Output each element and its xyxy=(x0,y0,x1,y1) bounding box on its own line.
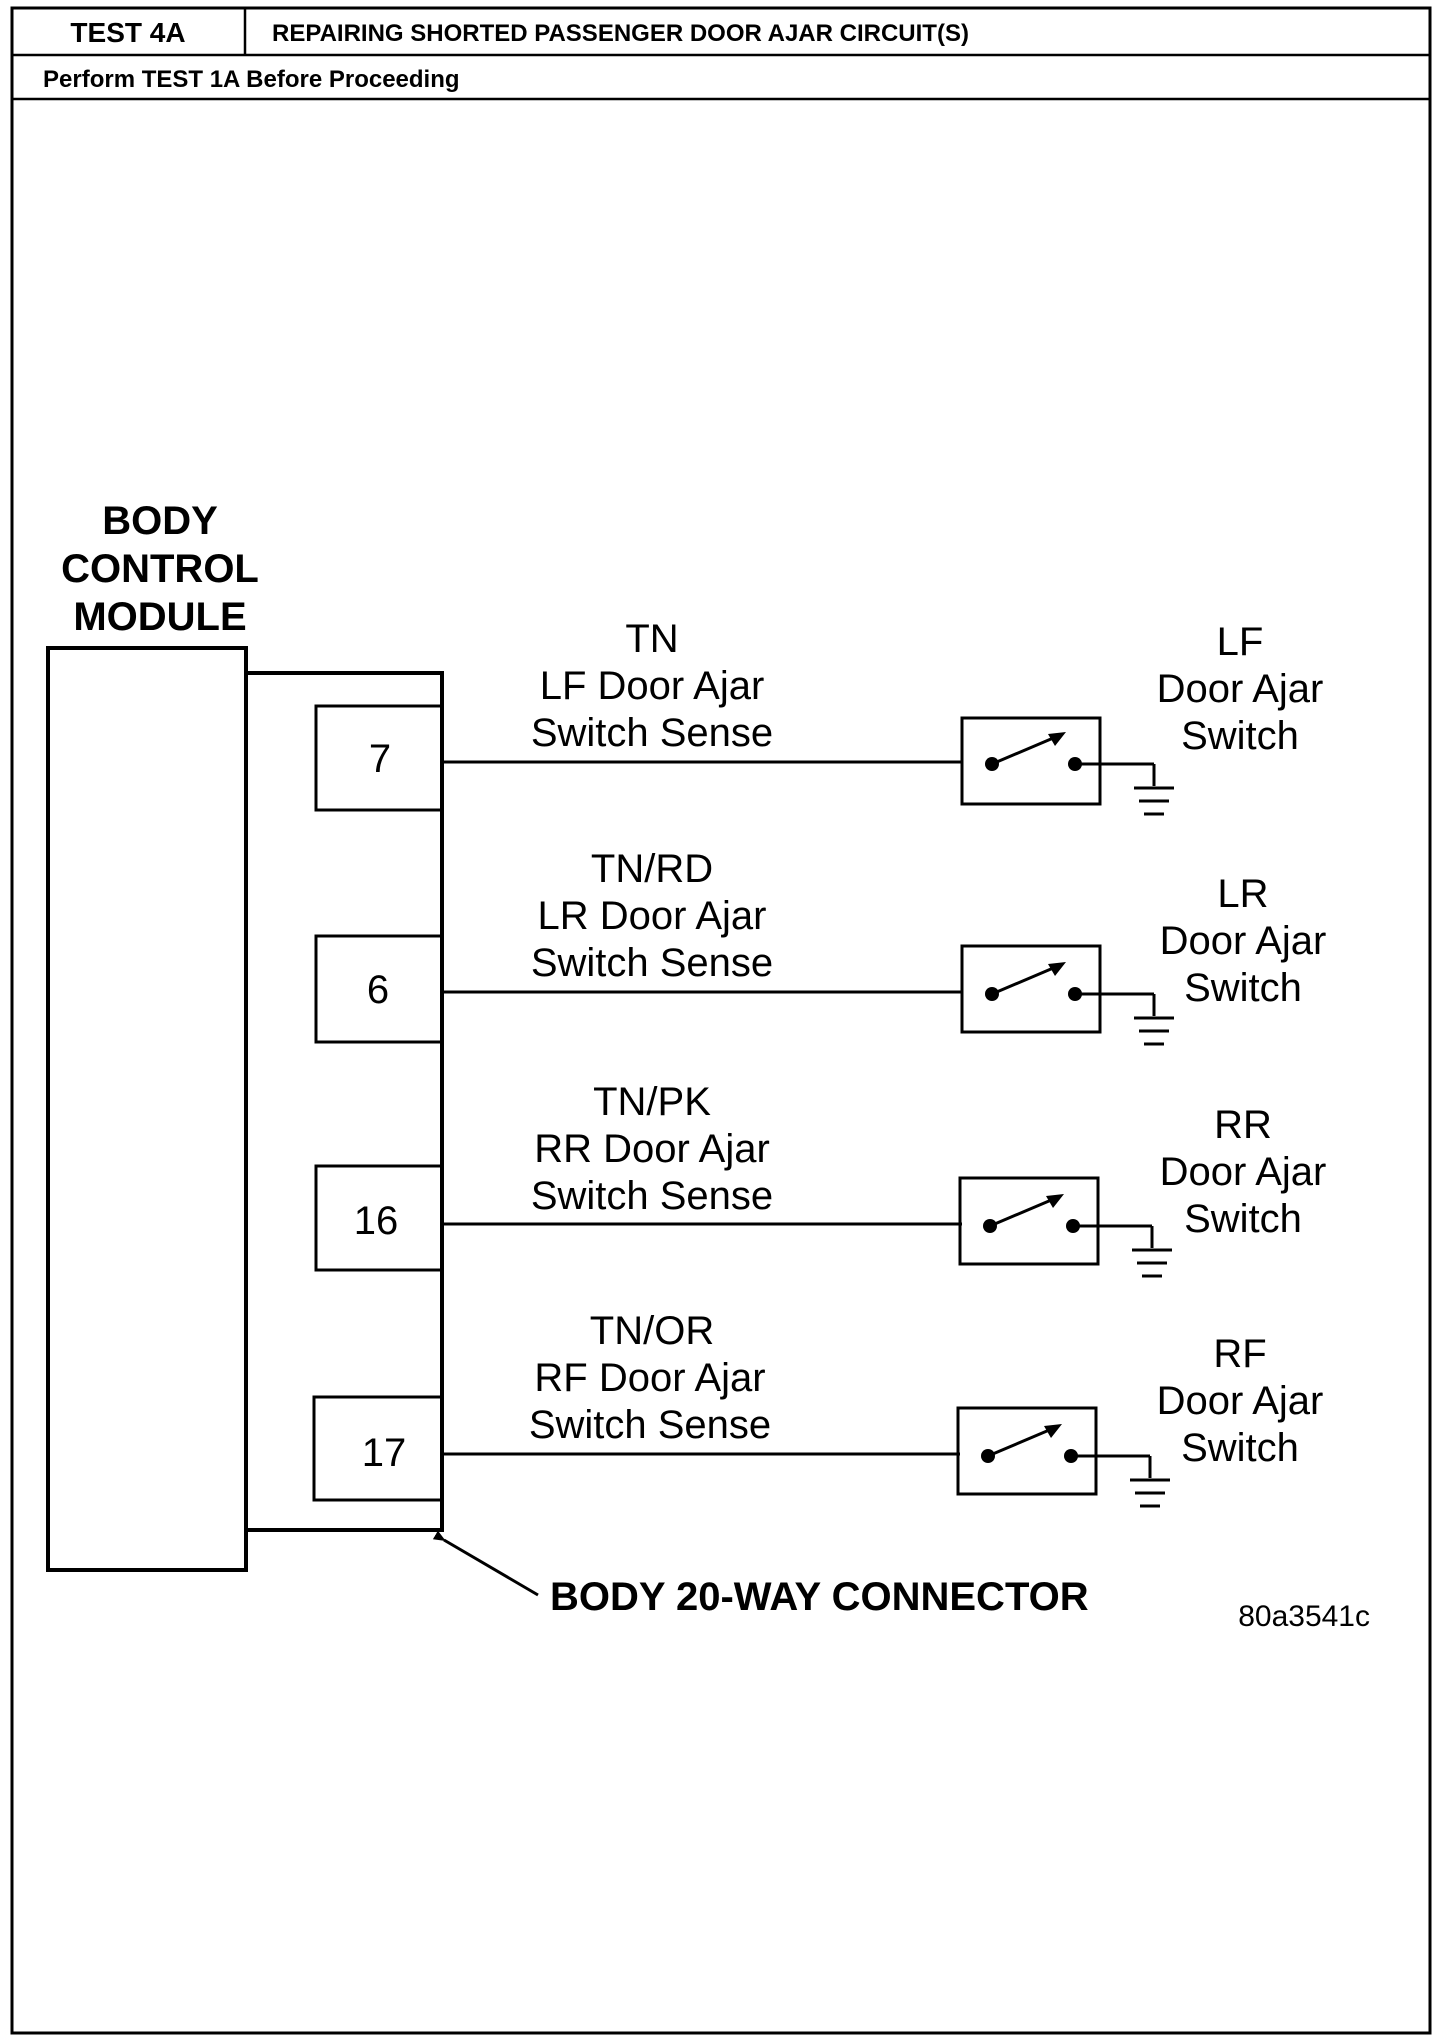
ground-icon xyxy=(1073,1224,1172,1278)
connector-pointer-arrow xyxy=(432,1530,539,1597)
door-ajar-switch xyxy=(960,716,1102,806)
door-ajar-switch xyxy=(958,1176,1100,1266)
switch-label-line2: Door Ajar xyxy=(1160,919,1327,963)
pin-number: 16 xyxy=(354,1199,399,1243)
wire-color-label: TN/OR xyxy=(590,1309,714,1353)
module-label-line2: CONTROL xyxy=(61,547,259,591)
test-id: TEST 4A xyxy=(70,17,185,48)
connector-label: BODY 20-WAY CONNECTOR xyxy=(550,1575,1089,1619)
door-ajar-switch xyxy=(956,1406,1098,1496)
switch-label-line1: RF xyxy=(1213,1332,1266,1376)
pin-box-4: 17 xyxy=(312,1395,442,1502)
wire-description-line2: Switch Sense xyxy=(531,941,773,985)
test-prerequisite: Perform TEST 1A Before Proceeding xyxy=(43,66,460,93)
ground-icon xyxy=(1075,762,1174,816)
door-ajar-switch xyxy=(960,944,1102,1034)
figure-id: 80a3541c xyxy=(1238,1600,1370,1633)
module-label-line1: BODY xyxy=(102,499,218,543)
wire-description-line1: LF Door Ajar xyxy=(540,664,765,708)
ground-icon xyxy=(1071,1454,1170,1508)
page-border xyxy=(10,6,1432,2035)
pin-number: 6 xyxy=(367,968,389,1012)
pin-number: 17 xyxy=(362,1431,407,1475)
circuit-lr: TN/RD LR Door Ajar Switch Sense LR Door … xyxy=(442,847,1327,1046)
pin-number: 7 xyxy=(369,737,391,781)
circuit-rr: TN/PK RR Door Ajar Switch Sense RR Door … xyxy=(442,1080,1327,1278)
switch-label-line3: Switch xyxy=(1181,1426,1299,1470)
wire-description-line1: RF Door Ajar xyxy=(534,1356,765,1400)
module-label-line3: MODULE xyxy=(73,595,246,639)
wire-description-line1: RR Door Ajar xyxy=(534,1127,770,1171)
wire-color-label: TN xyxy=(625,617,678,661)
test-title: REPAIRING SHORTED PASSENGER DOOR AJAR CI… xyxy=(272,20,969,47)
switch-label-line1: RR xyxy=(1214,1103,1272,1147)
switch-label-line3: Switch xyxy=(1184,966,1302,1010)
wire-color-label: TN/PK xyxy=(593,1080,711,1124)
circuit-rf: TN/OR RF Door Ajar Switch Sense RF Door … xyxy=(442,1309,1324,1508)
pin-box-2: 6 xyxy=(314,934,442,1044)
wire-description-line2: Switch Sense xyxy=(529,1403,771,1447)
wire-description-line2: Switch Sense xyxy=(531,711,773,755)
switch-label-line3: Switch xyxy=(1184,1197,1302,1241)
switch-label-line1: LF xyxy=(1217,620,1264,664)
pin-box-3: 16 xyxy=(314,1164,442,1272)
wire-description-line1: LR Door Ajar xyxy=(538,894,767,938)
switch-label-line1: LR xyxy=(1217,872,1268,916)
body-control-module xyxy=(46,646,248,1572)
pin-box-1: 7 xyxy=(314,704,442,812)
switch-label-line2: Door Ajar xyxy=(1160,1150,1327,1194)
switch-label-line2: Door Ajar xyxy=(1157,1379,1324,1423)
ground-icon xyxy=(1075,992,1174,1046)
switch-label-line2: Door Ajar xyxy=(1157,667,1324,711)
circuit-lf: TN LF Door Ajar Switch Sense LF Door Aja… xyxy=(442,617,1324,816)
wire-description-line2: Switch Sense xyxy=(531,1174,773,1218)
wire-color-label: TN/RD xyxy=(591,847,713,891)
body-20-way-connector xyxy=(246,671,444,1532)
switch-label-line3: Switch xyxy=(1181,714,1299,758)
